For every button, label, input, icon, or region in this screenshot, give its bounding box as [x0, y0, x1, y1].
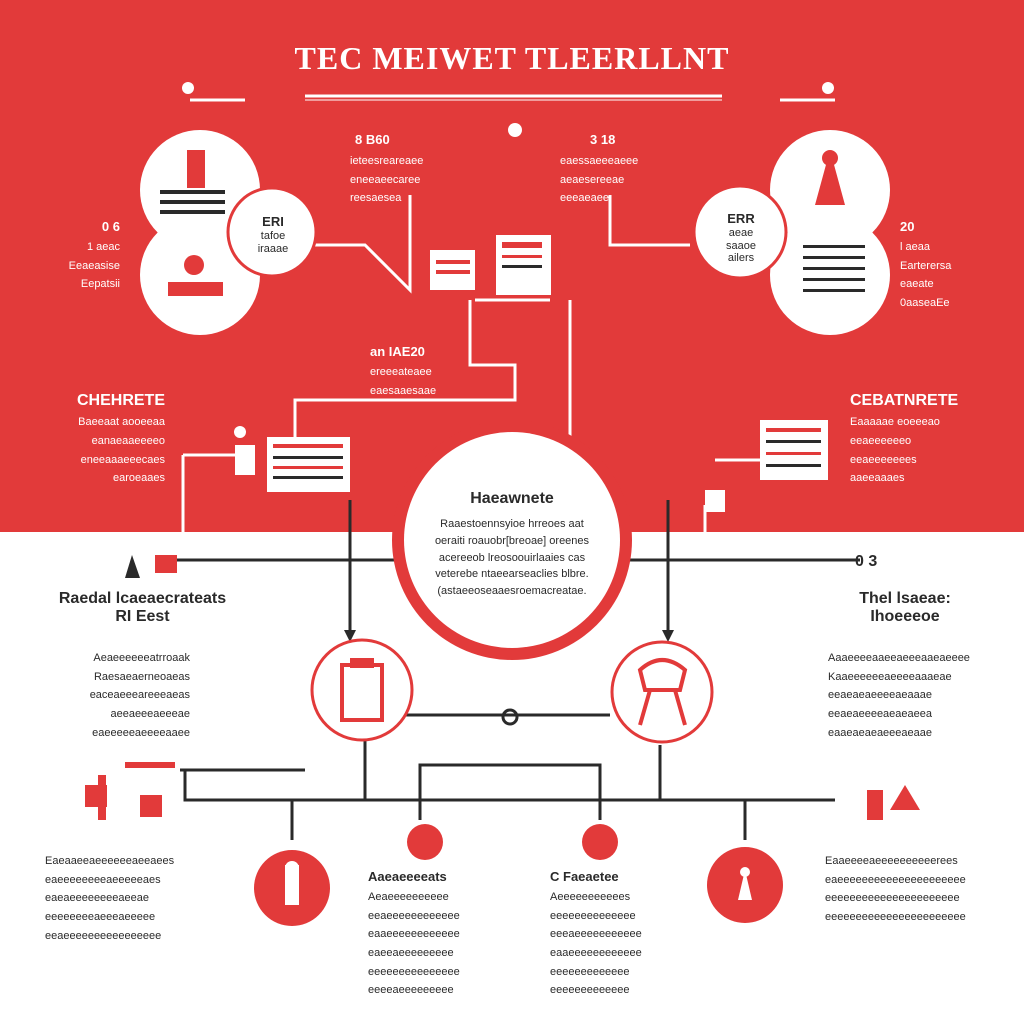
caption-heading: 8 B60 — [355, 132, 390, 147]
lower-right-text: Aaaeeeeaaeeaeeeaaeaeeee Kaaeeeeeeaeeeeaa… — [828, 652, 970, 739]
arrow-head-icon — [662, 630, 674, 642]
lamp-icon — [125, 762, 175, 768]
pin-icon — [234, 426, 246, 438]
left-top-node — [140, 130, 318, 335]
pin-icon — [508, 123, 522, 137]
step-number: 0 3 — [855, 553, 878, 570]
side-text: 0 6 1 aeac Eeaeasise Eepatsii — [68, 219, 120, 291]
lower-left-text: Aeaeeeeeeatrroaak Raesaeaerneoaeas eacea… — [89, 652, 190, 739]
document-card-icon — [267, 437, 350, 492]
flag-icon — [155, 555, 177, 573]
document-card-icon — [496, 235, 551, 295]
node-dot-icon — [501, 708, 519, 726]
document-card-icon — [430, 250, 475, 290]
connector-node-icon — [235, 445, 255, 475]
connector-line — [315, 195, 412, 294]
center-node-text: Haeawnete Raaestoennsyioe hrreoes aat oe… — [434, 490, 590, 597]
small-node — [407, 824, 443, 860]
bottom-center-left-text: Aaeaeeeeats Aeaeeeeeeeeee eeaeeeeeeeeeee… — [368, 869, 460, 997]
pointer-icon — [125, 555, 140, 578]
connector-line — [293, 300, 517, 450]
bottom-left-text: Eaeaaeeaeeeeeeaeeaees eaeeeeeeeeaeeeeeae… — [45, 855, 175, 942]
caption-text: an IAE20 ereeeateaee eaesaaesaae — [370, 344, 437, 397]
small-node — [582, 824, 618, 860]
left-mid-node — [310, 638, 414, 742]
connector-node-icon — [705, 490, 725, 512]
caption-heading: 3 18 — [590, 132, 616, 147]
connector-line — [183, 770, 835, 802]
connector-line — [418, 763, 602, 800]
caption-text: ieteesreareaee eneeaeecaree reesaesea — [350, 155, 424, 205]
node-label: ERR aeae saaoe ailers — [726, 211, 756, 265]
bottom-left-node — [254, 850, 330, 926]
side-text: 20 l aeaa Earterersa eaeate 0aaseaEe — [900, 219, 952, 309]
document-card-icon — [760, 420, 828, 480]
box-icon — [98, 775, 106, 820]
page-title: TEC MEIWET TLEERLLNT — [294, 40, 730, 76]
bottom-right-node — [707, 847, 783, 923]
connector-line — [608, 195, 690, 247]
box-icon — [140, 795, 162, 817]
pin-icon — [182, 82, 194, 94]
box-icon — [867, 790, 883, 820]
lower-left-heading: Raedal lcaeaecrateats RI Eest — [58, 590, 227, 626]
caption-text: eaessaeeeaeee aeaesereeae eeeaeaee — [560, 155, 639, 205]
bottom-right-text: Eaaeeeeaeeeeeeeeeerees eaeeeeeeeeeeeeeee… — [825, 855, 966, 923]
side-block: CEBATNRETE Eaaaaae eoeeeao eeaeeeeeeo ee… — [850, 392, 959, 485]
pin-icon — [822, 82, 834, 94]
side-block: CHEHRETE Baeeaat aooeeaa eanaeaaeeeeo en… — [76, 392, 165, 485]
right-mid-node — [610, 640, 714, 744]
bottom-center-right-text: C Faeaetee Aeeeeeeeeeees eeeeeeeeeeeeee … — [550, 869, 642, 997]
right-top-node — [692, 130, 890, 335]
arrow-head-icon — [344, 630, 356, 642]
node-label: ERI tafoe iraaae — [257, 214, 289, 255]
house-icon — [890, 785, 920, 810]
lower-right-heading: Thel lsaeae: Ihoeeeoe — [859, 590, 951, 626]
